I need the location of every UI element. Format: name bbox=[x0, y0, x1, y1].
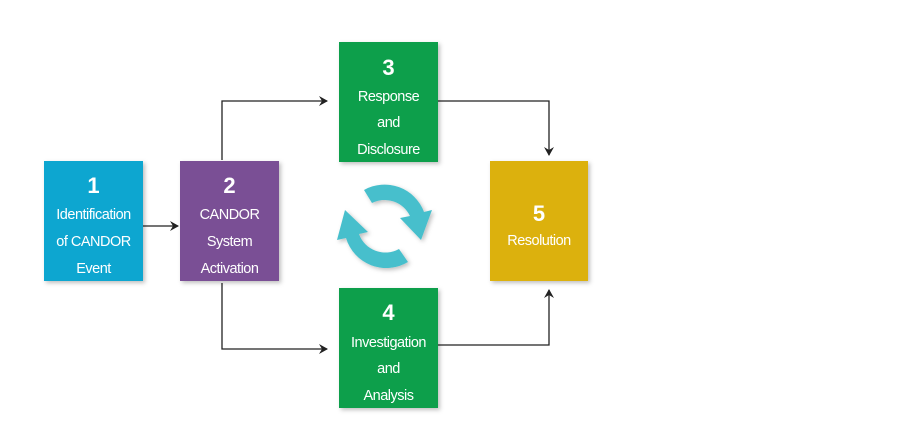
arrow-2-to-4 bbox=[221, 283, 328, 354]
step-3-label-line: and bbox=[377, 115, 400, 131]
step-3-label-line: Disclosure bbox=[357, 142, 420, 158]
step-4-label-line: Analysis bbox=[364, 388, 414, 404]
step-5-number: 5 bbox=[533, 201, 545, 226]
step-3-box: 3 Response and Disclosure bbox=[339, 42, 438, 162]
step-4-label-line: Investigation bbox=[351, 335, 426, 351]
step-3-number: 3 bbox=[382, 55, 394, 80]
step-1-label-line: Identification bbox=[56, 207, 131, 223]
step-2-number: 2 bbox=[223, 173, 235, 198]
step-3-label-line: Response bbox=[358, 89, 420, 105]
step-2-box: 2 CANDOR System Activation bbox=[180, 161, 279, 281]
arrow-4-to-5 bbox=[438, 289, 554, 346]
step-2-label-line: CANDOR bbox=[200, 207, 260, 223]
arrow-3-to-5 bbox=[438, 100, 554, 156]
step-1-box: 1 Identification of CANDOR Event bbox=[44, 161, 143, 281]
step-1-label-line: Event bbox=[76, 261, 111, 277]
step-1-number: 1 bbox=[87, 173, 99, 198]
step-2-label-line: Activation bbox=[201, 261, 259, 277]
step-2-label-line: System bbox=[207, 234, 253, 250]
step-5-label-line: Resolution bbox=[507, 233, 571, 249]
step-4-label-line: and bbox=[377, 361, 400, 377]
step-5-box: 5 Resolution bbox=[490, 161, 588, 281]
refresh-cycle-icon bbox=[337, 184, 432, 269]
arrow-2-to-3 bbox=[221, 96, 328, 160]
step-4-number: 4 bbox=[382, 300, 395, 325]
step-1-label-line: of CANDOR bbox=[56, 234, 130, 250]
step-4-box: 4 Investigation and Analysis bbox=[339, 288, 438, 408]
